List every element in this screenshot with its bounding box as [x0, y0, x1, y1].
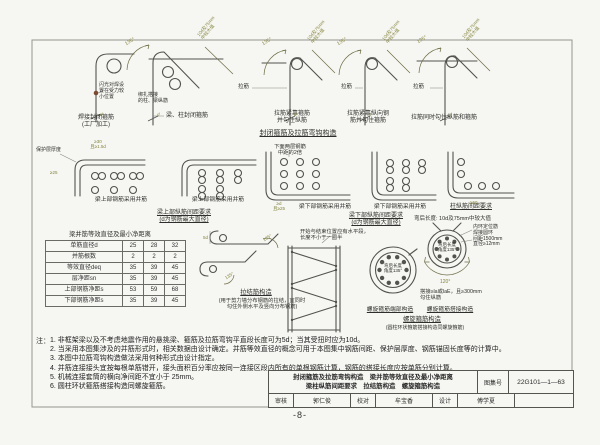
- table-row: 并筋根数 2 2 2: [45, 251, 186, 263]
- sheet-title-line2: 梁柱纵筋间距要求 拉结筋构造 螺旋箍筋构造: [305, 383, 441, 390]
- spiral-start-note: 开始与结束位置应有水平段， 长度不小于一圈半: [300, 229, 369, 242]
- weld-note: 闪光对焊设 置在受力较 小位置: [99, 82, 125, 101]
- check-name: 牟宝香: [376, 394, 433, 407]
- bend-dim-label: 10d及75mm 中较大值: [381, 19, 401, 45]
- tie-bar-label: 拉筋: [413, 84, 425, 90]
- note-item: 5. 机械连接套筒的横向净间距不宜小于 25mm。: [50, 373, 199, 381]
- personnel-row: 审核 郭仁俊 校对 牟宝香 设计 傅学夏: [269, 394, 573, 407]
- tie-5d-dim: 5d: [203, 235, 209, 240]
- angle-label: 135°: [261, 36, 273, 48]
- note-item: 2. 当采用本图集涉及的并筋形式时，相关数据由设计确定。并筋等效直径的概念可用于…: [50, 346, 506, 354]
- angle-label: 135°: [124, 36, 136, 48]
- circle-bend-label: 弯后长度 角度135°: [383, 263, 403, 274]
- d-dim: d: [449, 112, 452, 117]
- tie-angle-label: 135°: [224, 271, 235, 281]
- review-name: 郭仁俊: [294, 394, 351, 407]
- spiral-subtitle: (圆柱环状箍筋搭接构造同螺旋箍筋): [385, 325, 465, 331]
- spiral-lap-caption: 螺旋箍筋搭接构造: [426, 307, 474, 313]
- circle-bend-label: 弯后长度 角度135°: [437, 242, 457, 253]
- d-dim: d: [369, 112, 372, 117]
- two-layer-note: 下面两层钢筋 中距的2倍: [274, 144, 306, 157]
- top-spacing-dim: ≥30 且≥1.5d: [90, 139, 106, 150]
- bundle-table: 单筋直径d 25 28 32 并筋根数 2 2 2 等效直径deq 35 39 …: [45, 240, 186, 307]
- spiral-bend-note: 弯后长度: 10d及75mm中较大值: [414, 216, 492, 222]
- sheet-title: 封闭箍筋及拉筋弯钩构造 梁并筋等效直径及最小净距离 梁柱纵筋间距要求 拉结筋构造…: [269, 371, 478, 393]
- note-item: 4. 并筋连接接头宜按每根单筋错开，接头面积百分率应按同一连接区段内所有的单根钢…: [50, 364, 457, 372]
- inner-ring-note: 内环定位筋 焊接圆环 间距1500mm 直径≥12mm: [473, 224, 503, 248]
- caption-tie-2: 拉筋紧靠纵向钢 筋并勾住箍筋: [346, 111, 389, 125]
- column-spacing-title: 柱纵筋间距要求: [449, 204, 492, 210]
- upper-spacing-title: 梁上部纵筋间距要求 (d为钢筋最大直径): [156, 210, 211, 224]
- bottom-spacing-dim: ≥d 且≥25: [273, 201, 285, 212]
- note-item: 6. 圆柱环状箍筋搭接构造同螺旋箍筋。: [50, 383, 170, 391]
- tie-angle-label: 135°: [262, 233, 273, 243]
- tie-bar-label: 拉筋: [238, 84, 250, 90]
- spiral-section-title: 螺旋箍筋构造: [403, 316, 441, 323]
- hook-section-title: 封闭箍筋及拉筋弯钩构造: [259, 130, 337, 137]
- note-item: 1. 非框架梁以及不考虑地震作用的悬挑梁、箍筋及拉筋弯钩平直段长度可为5d；当其…: [50, 337, 365, 344]
- caption-welded-stirrup: 焊接封闭箍筋 (工厂加工): [77, 115, 114, 129]
- bend-dim-label: 10d及75mm 中较大值: [196, 15, 216, 41]
- caption-tie-1: 拉筋紧靠箍筋 并勾住纵筋: [273, 111, 310, 125]
- angle-label: 135°: [416, 34, 428, 46]
- tie-bar-label: 拉筋: [341, 84, 353, 90]
- sheet-title-line1: 封闭箍筋及拉筋弯钩构造 梁并筋等效直径及最小净距离: [293, 373, 453, 381]
- caption-lower-bundle-2: 梁下部钢筋采用并筋: [373, 204, 427, 210]
- lower-spacing-title: 梁下部纵筋间距要求 (d为钢筋最大直径): [348, 213, 403, 227]
- d-dim: d: [157, 112, 160, 117]
- table-row: 上部钢筋净距s 53 59 68: [45, 284, 186, 296]
- check-label: 校对: [351, 394, 376, 407]
- notes-list: 1. 非框架梁以及不考虑地震作用的悬挑梁、箍筋及拉筋弯钩平直段长度可为5d；当其…: [50, 336, 506, 391]
- lap-splice-note: 绑扎搭接 的柱、梁纵筋: [138, 92, 169, 105]
- spiral-lap-note: 搭接≥la或laE，且≥300mm 勾住纵筋: [420, 289, 482, 302]
- table-row: 单筋直径d 25 28 32: [45, 240, 186, 252]
- note-item: 3. 本图中拉筋弯钩构造做法采用何种形式由设计指定。: [50, 355, 219, 363]
- tie-section-title: 拉结筋构造: [240, 289, 272, 296]
- caption-lower-bundle-1: 梁下部钢筋采用并筋: [298, 204, 352, 210]
- d-dim: d: [100, 112, 103, 117]
- spiral-end-caption: 螺旋箍筋端部构造: [366, 307, 414, 313]
- caption-upper-bundle-1: 梁上部钢筋采用并筋: [94, 197, 148, 203]
- notes-label: 注：: [36, 338, 50, 345]
- page-number: -8-: [293, 410, 307, 420]
- bend-dim-label: 10d及75mm 中较大值: [461, 17, 481, 43]
- design-name: 傅学夏: [458, 394, 515, 407]
- table-row: 下部钢筋净距s 35 39 45: [45, 295, 186, 307]
- caption-beam-col-stirrup: 梁、柱封闭箍筋: [166, 113, 209, 119]
- empty-cell: [515, 394, 573, 407]
- angle-label: 135°: [336, 36, 348, 48]
- atlas-no-label: 图集号: [478, 371, 509, 393]
- arc-120-label: 120°: [440, 279, 451, 285]
- tie-caption: (用于剪力墙分布钢筋的拉结，宜同时 勾住外侧水平及竖向分布钢筋): [218, 298, 306, 311]
- design-label: 设计: [433, 394, 458, 407]
- bend-dim-label: 10d及75mm 中较大值: [306, 19, 326, 45]
- cover-thickness-label: 保护层厚度: [36, 147, 62, 153]
- review-label: 审核: [269, 394, 294, 407]
- caption-upper-bundle-2: 梁上部钢筋采用并筋: [191, 197, 245, 203]
- d-dim: d: [294, 112, 297, 117]
- table-row: 等效直径deq 35 39 45: [45, 262, 186, 274]
- caption-tie-3: 拉筋同时勾住纵筋和箍筋: [410, 115, 477, 121]
- side-spacing-dim: ≥25: [50, 170, 58, 175]
- bundle-table-title: 梁并筋等效直径及最小净距离: [69, 231, 151, 238]
- table-row: 层净距sn 35 39 45: [45, 273, 186, 285]
- atlas-no-value: 22G101—1—63: [517, 378, 565, 386]
- column-spacing-dim: ≥50: [470, 200, 478, 205]
- title-block: 封闭箍筋及拉筋弯钩构造 梁并筋等效直径及最小净距离 梁柱纵筋间距要求 拉结筋构造…: [268, 370, 574, 408]
